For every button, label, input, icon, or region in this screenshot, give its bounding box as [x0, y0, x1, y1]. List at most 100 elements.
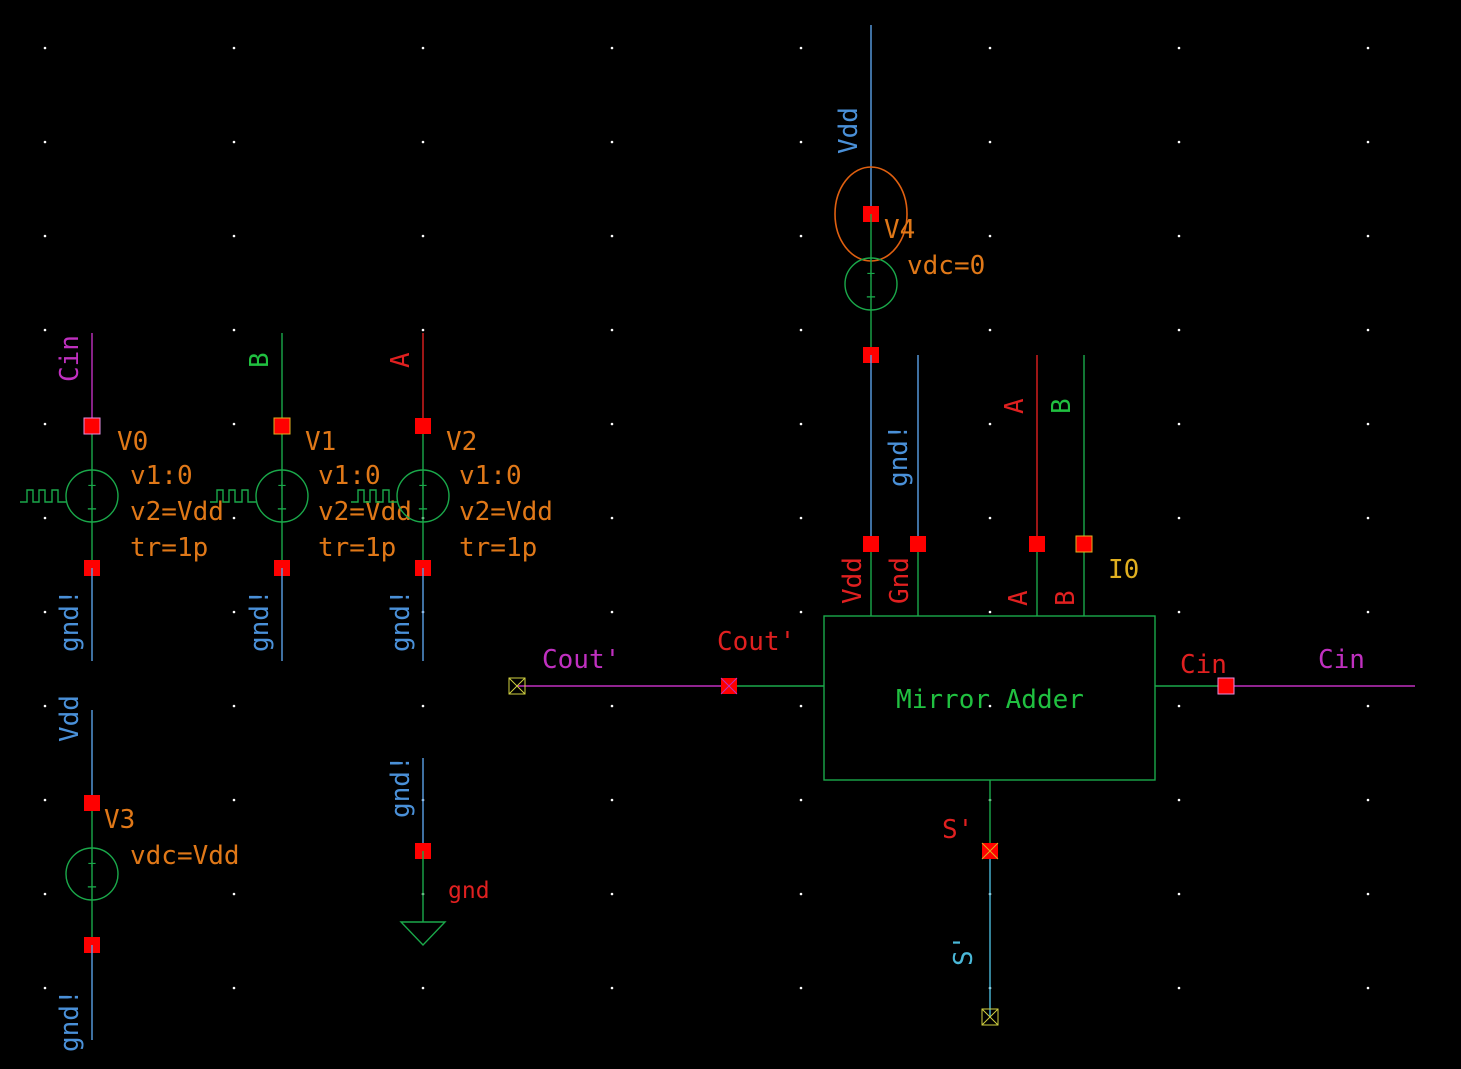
grid-dot	[799, 234, 803, 238]
svg-text:−: −	[418, 499, 428, 518]
grid-dot	[610, 140, 614, 144]
grid-dot	[799, 46, 803, 50]
grid-dot	[1177, 140, 1181, 144]
s-net-label: S'	[949, 935, 979, 966]
grid-dot	[1177, 516, 1181, 520]
grid-dot	[988, 516, 992, 520]
adder-pin-vdd: Vdd	[838, 557, 868, 604]
grid-dot	[421, 704, 425, 708]
ground-symbol[interactable]: gnd! gnd	[386, 755, 490, 947]
adder-gnd-net-label: gnd!	[884, 424, 914, 487]
grid-dot	[43, 986, 47, 990]
grid-dot	[232, 892, 236, 896]
grid-dot	[1177, 798, 1181, 802]
mirror-adder-instance[interactable]: gnd! A B Vdd Gnd A B I0 Mirror Adder Cou…	[508, 355, 1415, 1026]
grid-dot	[232, 328, 236, 332]
source-v3[interactable]: Vdd + − gnd! V3 vdc=Vdd	[55, 695, 240, 1052]
v0-name: V0	[117, 427, 148, 457]
svg-text:+: +	[88, 856, 96, 872]
grid-dot	[1177, 234, 1181, 238]
grid-dot	[799, 986, 803, 990]
svg-text:+: +	[88, 478, 96, 494]
grid-dot	[43, 892, 47, 896]
grid-dot	[232, 704, 236, 708]
grid-dot	[421, 986, 425, 990]
grid-dot	[1366, 704, 1370, 708]
grid-dot	[232, 234, 236, 238]
v0-net-label: Cin	[55, 335, 85, 382]
grid-dot	[232, 140, 236, 144]
grid-dot	[1366, 610, 1370, 614]
s-terminal[interactable]	[981, 1008, 999, 1026]
grid-dot	[1366, 46, 1370, 50]
grid-dot	[610, 610, 614, 614]
cout-terminal[interactable]	[508, 677, 526, 695]
grid	[43, 46, 1370, 990]
source-v1[interactable]: B + − gnd! V1 v1:0 v2=Vdd tr=1p	[210, 333, 412, 661]
svg-text:−: −	[87, 499, 97, 518]
grid-dot	[988, 140, 992, 144]
grid-dot	[610, 704, 614, 708]
adder-pin-b: B	[1051, 590, 1081, 606]
adder-title: Mirror Adder	[896, 685, 1084, 715]
adder-pin-s: S'	[942, 815, 973, 845]
grid-dot	[610, 892, 614, 896]
grid-dot	[799, 610, 803, 614]
grid-dot	[1177, 704, 1181, 708]
grid-dot	[799, 516, 803, 520]
grid-dot	[1177, 986, 1181, 990]
grid-dot	[1177, 610, 1181, 614]
grid-dot	[799, 422, 803, 426]
v0-param-tr: tr=1p	[130, 533, 208, 563]
v1-name: V1	[305, 427, 336, 457]
adder-pin-a: A	[1004, 590, 1034, 606]
grid-dot	[610, 234, 614, 238]
grid-dot	[988, 46, 992, 50]
adder-pin-cin: Cin	[1180, 650, 1227, 680]
grid-dot	[1366, 140, 1370, 144]
v2-param-v2: v2=Vdd	[459, 497, 553, 527]
grid-dot	[610, 328, 614, 332]
v2-gnd-label: gnd!	[386, 589, 416, 652]
grid-dot	[1177, 328, 1181, 332]
grid-dot	[43, 798, 47, 802]
grid-dot	[1366, 986, 1370, 990]
v0-gnd-label: gnd!	[55, 589, 85, 652]
grid-dot	[421, 328, 425, 332]
grid-dot	[421, 140, 425, 144]
source-v2[interactable]: A + − gnd! V2 v1:0 v2=Vdd tr=1p	[351, 333, 553, 661]
grid-dot	[43, 704, 47, 708]
grid-dot	[988, 234, 992, 238]
cin-net-label: Cin	[1318, 645, 1365, 675]
ground-net-label: gnd!	[386, 755, 416, 818]
grid-dot	[43, 234, 47, 238]
v4-net-label: Vdd	[834, 107, 864, 154]
grid-dot	[232, 798, 236, 802]
grid-dot	[43, 46, 47, 50]
grid-dot	[1366, 328, 1370, 332]
grid-dot	[1177, 46, 1181, 50]
grid-dot	[421, 46, 425, 50]
svg-text:−: −	[277, 499, 287, 518]
v3-net-label: Vdd	[55, 695, 85, 742]
ground-label: gnd	[448, 878, 490, 904]
grid-dot	[988, 610, 992, 614]
grid-dot	[1366, 798, 1370, 802]
v1-param-tr: tr=1p	[318, 533, 396, 563]
adder-pin-cout: Cout'	[717, 627, 795, 657]
grid-dot	[43, 610, 47, 614]
grid-dot	[1366, 892, 1370, 896]
grid-dot	[988, 704, 992, 708]
grid-dot	[421, 234, 425, 238]
source-v0[interactable]: Cin + − gnd! V0 v1:0 v2=Vdd tr=1p	[20, 333, 224, 661]
grid-dot	[988, 422, 992, 426]
grid-dot	[232, 516, 236, 520]
grid-dot	[43, 422, 47, 426]
grid-dot	[799, 328, 803, 332]
grid-dot	[1366, 234, 1370, 238]
grid-dot	[610, 986, 614, 990]
source-v4[interactable]: Vdd + − V4 vdc=0	[834, 25, 985, 363]
adder-pin-gnd: Gnd	[885, 557, 915, 604]
svg-text:−: −	[87, 877, 97, 896]
